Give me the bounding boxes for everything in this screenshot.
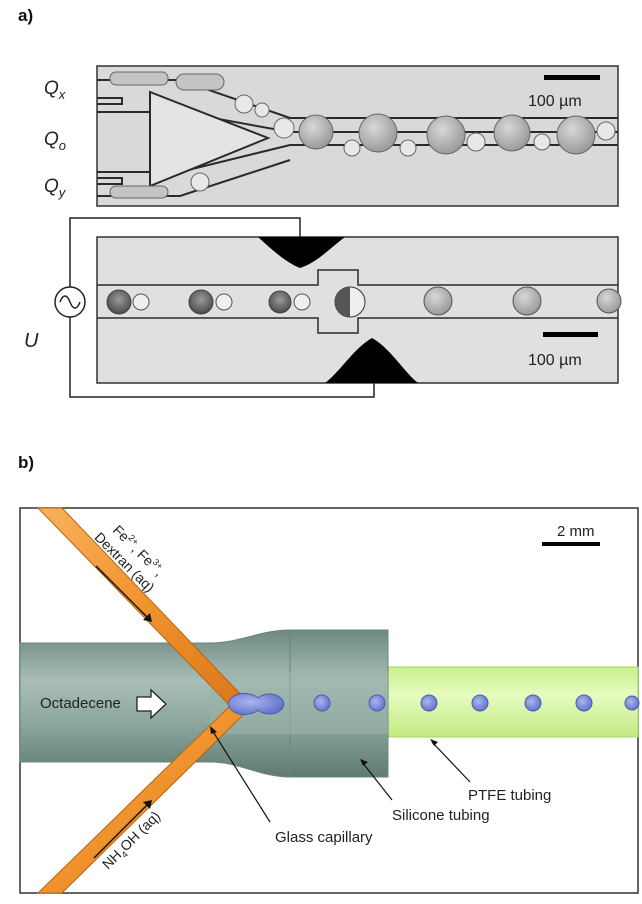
scale-bar-top: [544, 75, 600, 80]
flow-arrow-bottom: [93, 803, 149, 859]
micrograph-electrocoalescence: [96, 236, 622, 384]
flow-label-qy: Qy: [44, 176, 67, 200]
scale-bar-bottom: [543, 332, 598, 337]
capillary-leader: [211, 729, 271, 823]
flow-arrow-top: [95, 565, 149, 619]
silicone-label: Silicone tubing: [392, 807, 490, 824]
oil-label: Octadecene: [40, 695, 121, 712]
micrograph-droplet-generation: [96, 65, 619, 207]
flow-label-qo: Qo: [44, 129, 66, 153]
capillary-label: Glass capillary: [275, 829, 373, 846]
flow-label-qx: Qx: [44, 78, 66, 102]
scale-bar-b: [542, 542, 600, 546]
ptfe-leader: [431, 741, 471, 783]
voltage-label: U: [24, 330, 39, 352]
silicone-leader: [361, 761, 393, 801]
ac-source-icon: [54, 286, 86, 318]
panel-b-label: b): [18, 453, 35, 472]
ptfe-label: PTFE tubing: [468, 787, 551, 804]
oil-flow-arrow-icon: [136, 688, 167, 720]
circuit-wire: [69, 217, 375, 398]
scale-bar-top-label: 100 µm: [528, 93, 582, 110]
scale-bar-bottom-label: 100 µm: [528, 352, 582, 369]
scale-bar-b-label: 2 mm: [557, 523, 595, 540]
panel-a-label: a): [18, 6, 34, 25]
